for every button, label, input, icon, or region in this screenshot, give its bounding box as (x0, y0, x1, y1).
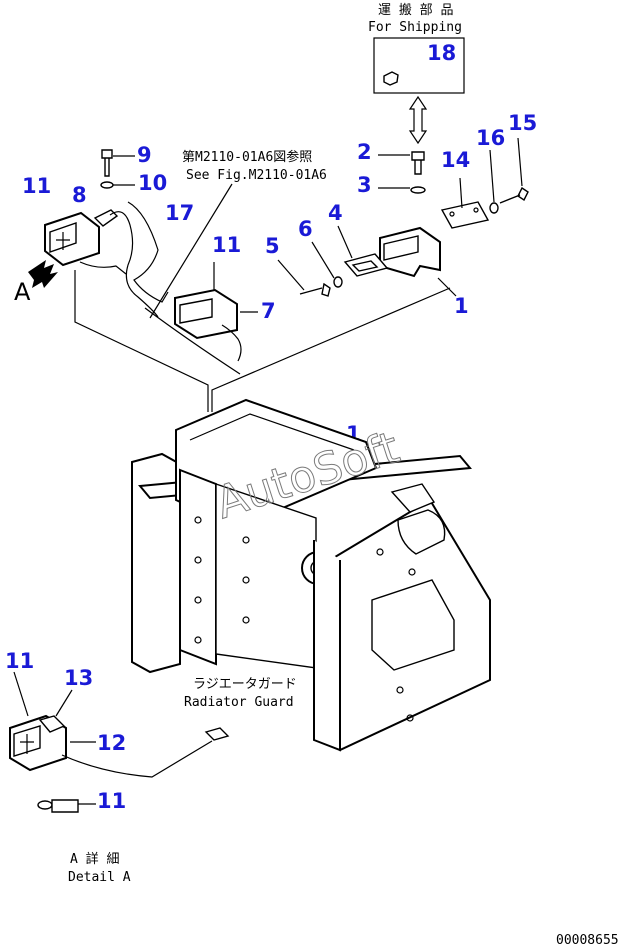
side-panel-cutout (371, 579, 455, 671)
callout-4: 4 (328, 201, 343, 225)
washer-16 (489, 202, 499, 214)
callout-1-upper: 1 (454, 294, 469, 318)
radiator-label-jp: ラジエータガード (193, 677, 297, 692)
mount-nut-11 (37, 800, 53, 810)
callout-11-detail-bottom: 11 (97, 789, 126, 813)
bolt-15 (499, 186, 529, 204)
view-arrow-icon (28, 260, 58, 288)
callout-7: 7 (261, 299, 276, 323)
callout-14: 14 (441, 148, 470, 172)
radiator-guard-frame: 1 (131, 398, 491, 752)
lamp-position-line-left (74, 270, 209, 412)
bolt-9 (101, 149, 113, 177)
callout-13: 13 (64, 666, 93, 690)
lamp-position-line-right (211, 287, 451, 412)
callout-10: 10 (138, 171, 167, 195)
callout-3: 3 (357, 173, 372, 197)
washer-3 (410, 186, 426, 194)
reference-leader (149, 183, 233, 319)
callout-11-upper: 11 (22, 174, 51, 198)
shipping-title-jp: 運 搬 部 品 (378, 3, 453, 18)
connector-plug (204, 727, 230, 741)
view-letter-a: A (14, 278, 31, 306)
middle-lamp-group: 11 7 (174, 233, 276, 362)
callout-9: 9 (137, 143, 152, 167)
callout-12: 12 (97, 731, 126, 755)
callout-8: 8 (72, 183, 87, 207)
frame-bolt-holes (194, 516, 416, 722)
mount-hardware-group: 2 3 14 16 15 4 6 5 1 (265, 111, 537, 318)
shipping-bolt-18 (383, 71, 399, 86)
callout-11-detail-top: 11 (5, 649, 34, 673)
upper-lamp-group: 11 8 9 10 17 A (14, 143, 241, 375)
radiator-label-en: Radiator Guard (184, 695, 294, 710)
bolt-5 (299, 282, 331, 297)
callout-15: 15 (508, 111, 537, 135)
detail-a: 11 13 12 11 A 詳 細 Detail A (5, 649, 230, 885)
callout-6: 6 (298, 217, 313, 241)
shipping-frame (373, 37, 465, 94)
callout-16: 16 (476, 126, 505, 150)
callout-5: 5 (265, 234, 280, 258)
callout-17: 17 (165, 201, 194, 225)
frame-lamp-mount (397, 509, 446, 555)
lamp-switch-13 (38, 715, 66, 733)
detail-label-jp: A 詳 細 (70, 851, 119, 867)
drawing-code: 00008655 (556, 933, 619, 948)
reference-en: See Fig.M2110-01A6 (186, 168, 327, 183)
shipping-arrow (408, 95, 428, 145)
plate-14 (440, 201, 490, 229)
detail-label-en: Detail A (68, 870, 131, 885)
wiring-harness-17 (109, 211, 159, 318)
lamp-cable-12 (61, 740, 213, 778)
bolt-2 (411, 151, 425, 175)
shipping-title-en: For Shipping (368, 20, 462, 35)
callout-2: 2 (357, 140, 372, 164)
washer-6 (333, 276, 343, 288)
washer-10 (100, 181, 114, 189)
callout-18: 18 (427, 41, 456, 65)
shipping-box: 運 搬 部 品 For Shipping 18 (368, 3, 465, 145)
reference-jp: 第M2110-01A6図参照 (182, 149, 312, 165)
callout-11-middle: 11 (212, 233, 241, 257)
lamp-cable-7 (221, 324, 242, 362)
